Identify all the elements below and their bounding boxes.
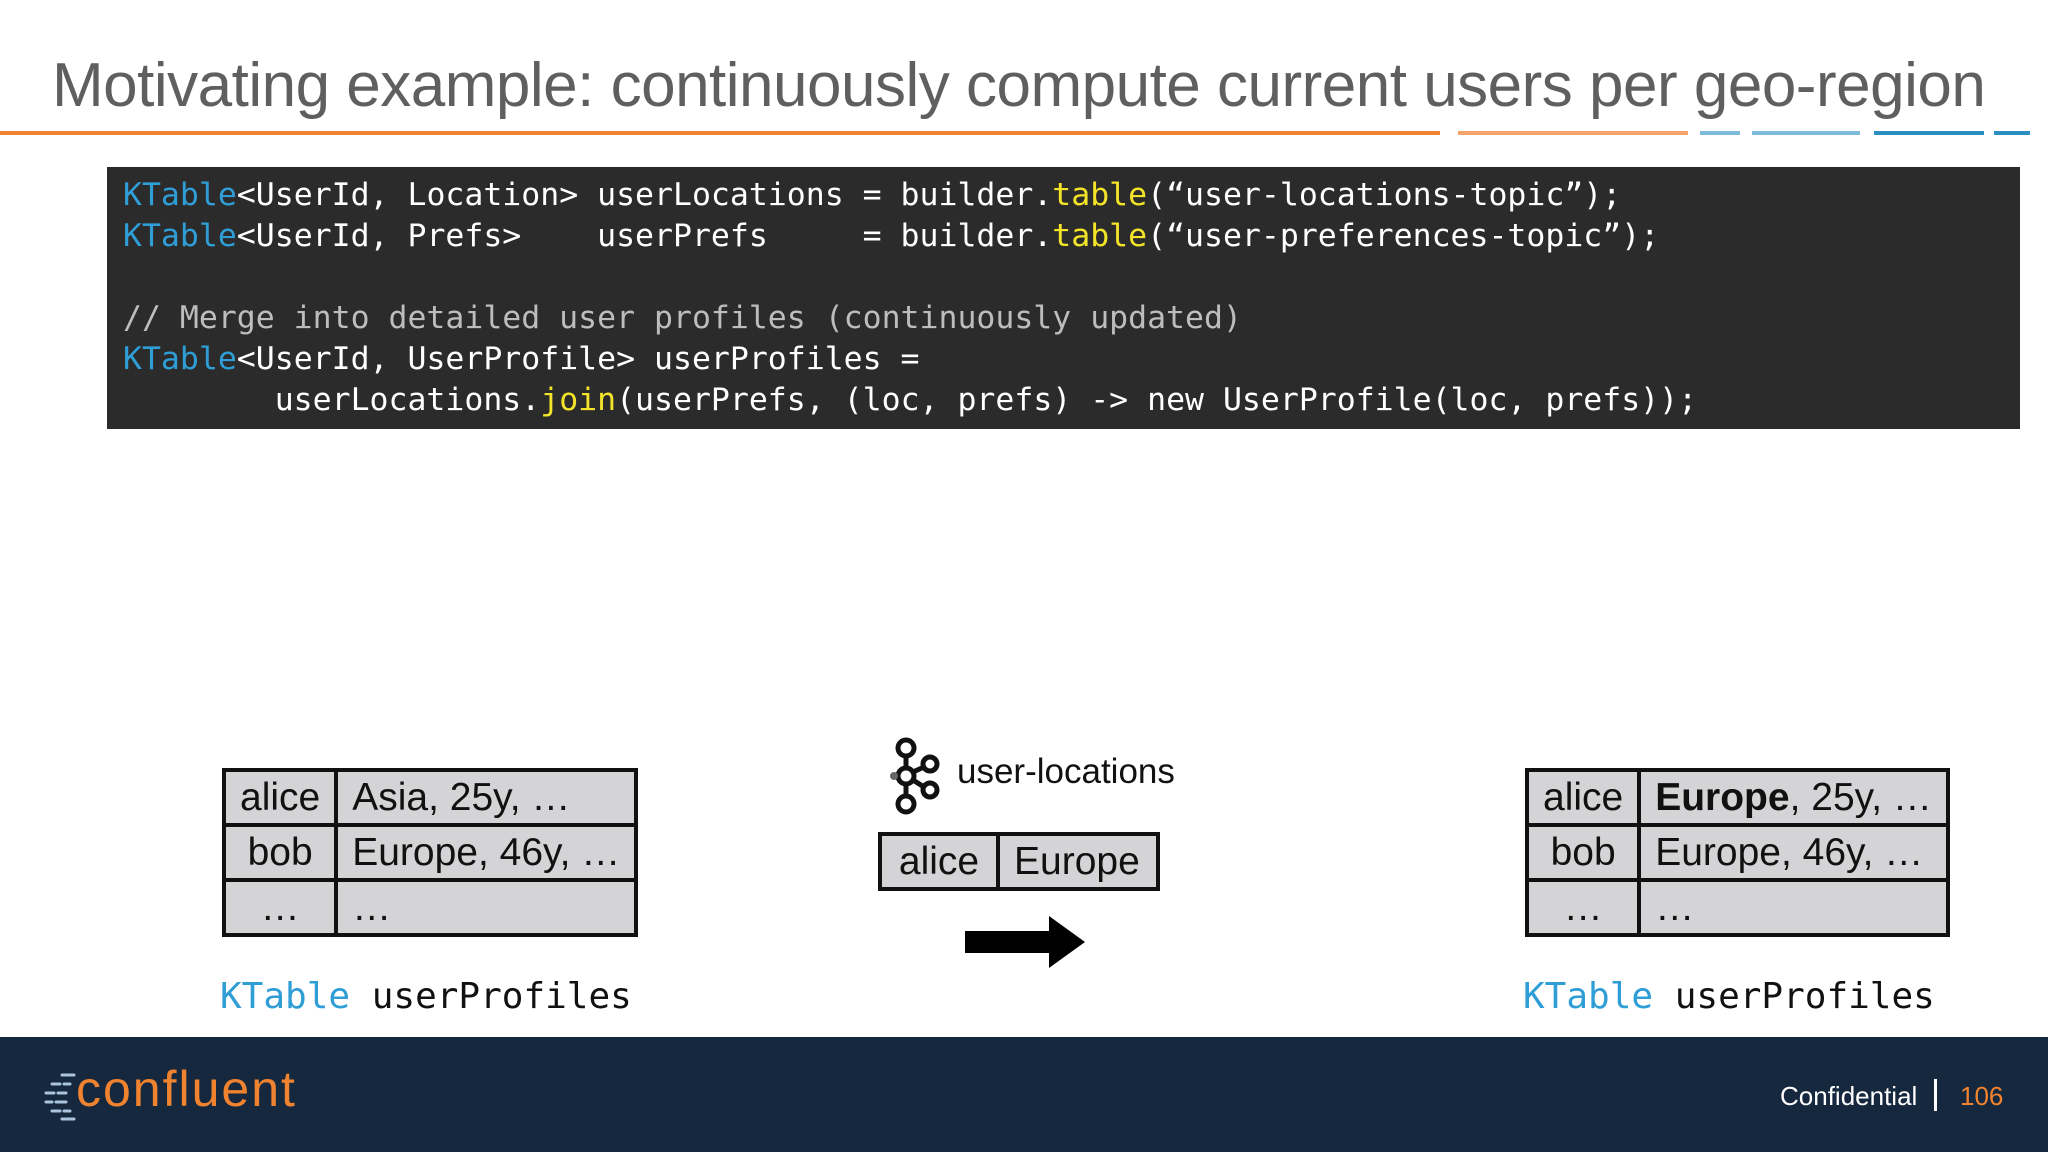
table-row: … … xyxy=(221,878,639,937)
row-value: Europe, 46y, … xyxy=(1637,823,1950,882)
table-row: alice Asia, 25y, … xyxy=(221,768,639,827)
table-row: bob Europe, 46y, … xyxy=(221,823,639,882)
footer-bar xyxy=(0,1037,2048,1152)
table-row: bob Europe, 46y, … xyxy=(1524,823,1950,882)
row-key: … xyxy=(1524,878,1642,937)
row-key: alice xyxy=(1524,768,1642,827)
confidential-label: Confidential xyxy=(1780,1081,1918,1111)
code-line-1: KTable<UserId, Location> userLocations =… xyxy=(123,177,1622,213)
right-arrow-icon xyxy=(965,916,1085,968)
code-line-5: userLocations.join(userPrefs, (loc, pref… xyxy=(123,382,1698,418)
left-ktable: alice Asia, 25y, … bob Europe, 46y, … … … xyxy=(221,768,639,937)
row-key: alice xyxy=(221,768,339,827)
left-ktable-label: KTable userProfiles xyxy=(220,976,632,1017)
page-number: 106 xyxy=(1960,1081,2004,1111)
right-ktable: alice Europe, 25y, … bob Europe, 46y, … … xyxy=(1524,768,1950,937)
table-row: alice Europe, 25y, … xyxy=(1524,768,1950,827)
slide-title: Motivating example: continuously compute… xyxy=(52,51,1986,120)
row-value: Asia, 25y, … xyxy=(334,768,639,827)
row-value: … xyxy=(1637,878,1950,937)
footer-divider xyxy=(1934,1079,1937,1111)
confluent-logo-icon xyxy=(44,1073,76,1121)
code-line-2: KTable<UserId, Prefs> userPrefs = builde… xyxy=(123,218,1660,254)
row-value: Europe, 25y, … xyxy=(1637,768,1950,827)
updated-value: Europe xyxy=(1655,775,1790,819)
topic-label: user-locations xyxy=(957,752,1175,791)
record-key: alice xyxy=(878,832,1000,891)
code-line-4: KTable<UserId, UserProfile> userProfiles… xyxy=(123,341,920,377)
row-value: … xyxy=(334,878,639,937)
topic-record: alice Europe xyxy=(878,832,1160,891)
table-row: alice Europe xyxy=(878,832,1160,891)
row-value: Europe, 46y, … xyxy=(334,823,639,882)
code-block: KTable<UserId, Location> userLocations =… xyxy=(107,167,2020,429)
row-key: bob xyxy=(1524,823,1642,882)
code-comment: // Merge into detailed user profiles (co… xyxy=(123,300,1242,336)
record-value: Europe xyxy=(996,832,1160,891)
right-ktable-label: KTable userProfiles xyxy=(1523,976,1935,1017)
row-key: … xyxy=(221,878,339,937)
kafka-topic-icon xyxy=(890,737,940,815)
table-row: … … xyxy=(1524,878,1950,937)
row-key: bob xyxy=(221,823,339,882)
confluent-logo-text: confluent xyxy=(76,1061,297,1117)
